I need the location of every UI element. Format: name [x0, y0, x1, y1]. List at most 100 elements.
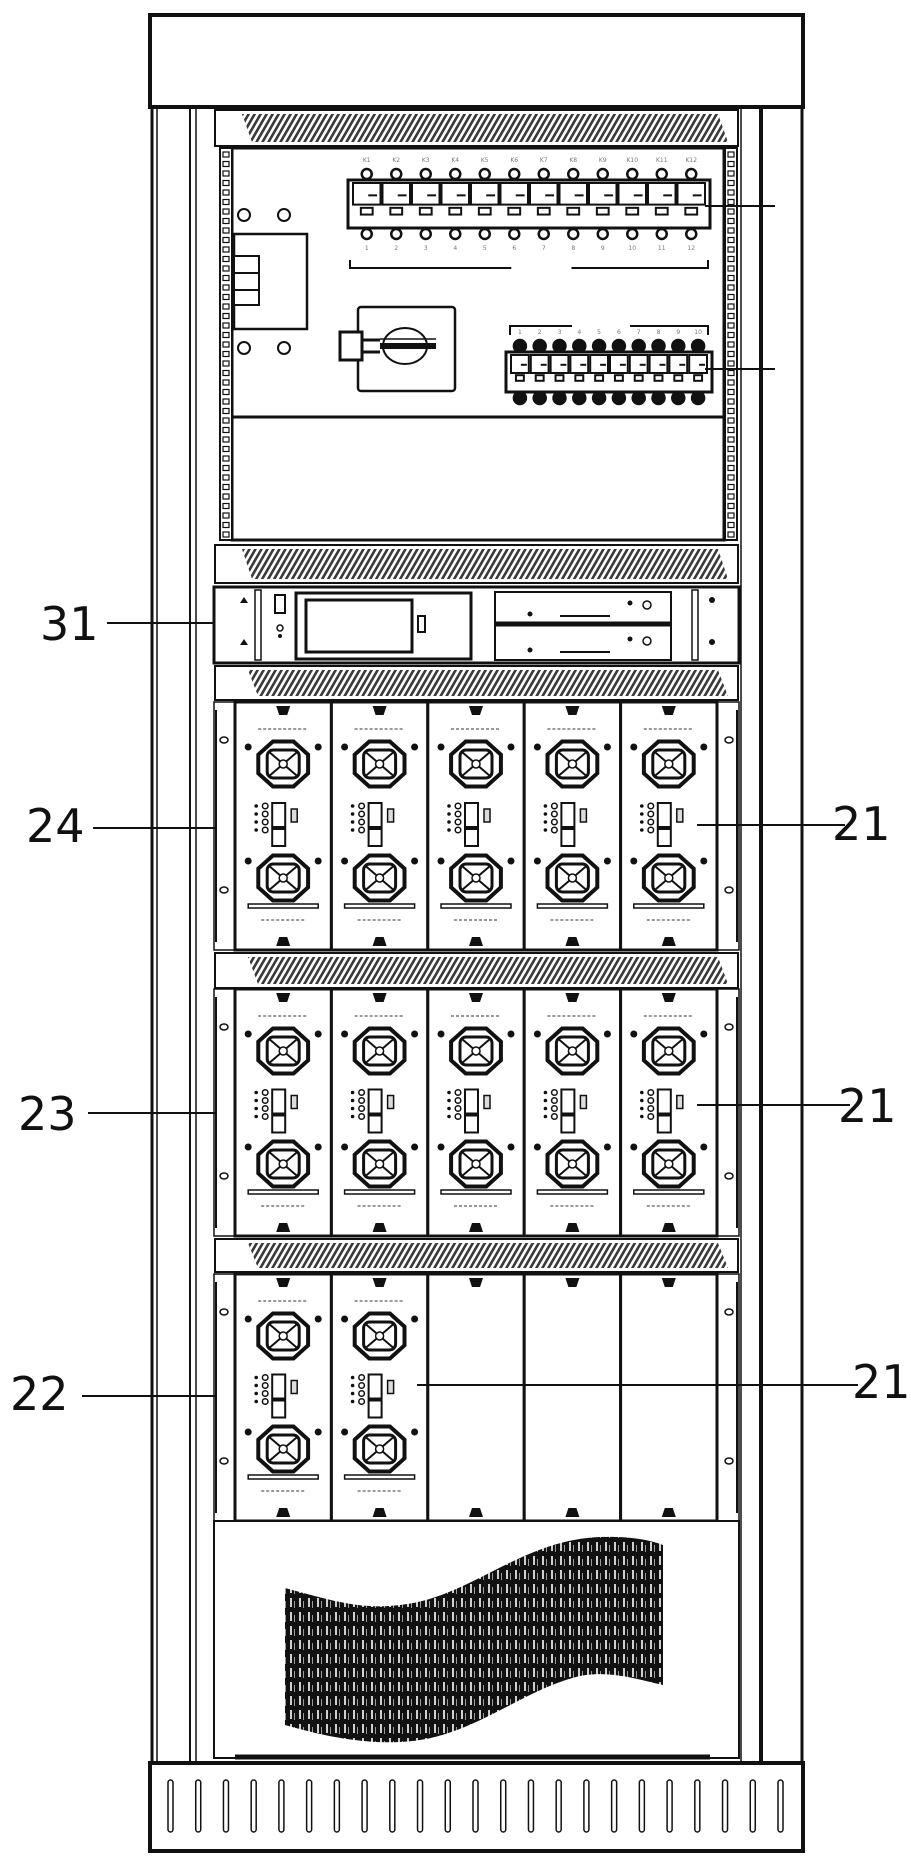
handle-top — [372, 706, 387, 715]
handle-bottom — [276, 937, 291, 946]
breaker-toggle — [625, 206, 640, 216]
indicator-led — [454, 1096, 462, 1105]
module-shelves — [213, 700, 740, 1523]
vent-slot — [416, 1779, 424, 1833]
handle-top — [565, 993, 580, 1002]
terminal-screw-top — [360, 167, 373, 181]
terminal-screw-bottom — [552, 390, 567, 406]
vent-panel-3 — [214, 665, 739, 701]
rack-hole — [222, 274, 230, 282]
indicator-led — [261, 1397, 269, 1406]
module-pull-bar — [633, 1189, 705, 1195]
rack-hole — [727, 331, 735, 339]
indicator-led — [640, 1106, 644, 1111]
rack-strip-left — [219, 147, 233, 541]
rack-hole — [222, 151, 230, 158]
indicator-led — [550, 818, 558, 826]
port — [676, 808, 684, 823]
breaker: 10 — [688, 329, 709, 406]
indicator-led — [454, 810, 462, 818]
module-pull-bar — [343, 903, 416, 909]
breaker-top-label: K4 — [451, 157, 459, 164]
handle-top — [276, 993, 291, 1002]
handle-bottom — [469, 937, 483, 946]
port — [483, 1094, 491, 1110]
ear-hole — [219, 1457, 229, 1465]
vent-grille — [248, 957, 728, 984]
indicator-led — [543, 1114, 548, 1119]
breaker-top-label: 7 — [637, 329, 641, 336]
terminal-screw-top — [537, 167, 550, 181]
blank-panel — [426, 1272, 526, 1523]
breaker-bottom-label: 11 — [658, 245, 666, 252]
breaker-toggle — [359, 206, 374, 216]
indicator-led — [358, 1381, 366, 1390]
rectifier-module — [233, 987, 333, 1238]
fan-icon — [341, 1139, 419, 1189]
vent-slot — [305, 1779, 313, 1833]
breaker-top-label: 4 — [577, 329, 581, 336]
screw — [533, 743, 541, 751]
indicator-led — [261, 1389, 269, 1398]
fan-icon — [630, 1139, 708, 1189]
ear-hole — [219, 1308, 229, 1316]
vent-slot — [555, 1779, 562, 1833]
screw — [314, 743, 322, 751]
fan-icon — [533, 739, 611, 789]
breaker-body — [647, 182, 677, 206]
indicator-led — [261, 1381, 269, 1390]
status-display — [271, 1114, 287, 1134]
rack-hole — [727, 360, 735, 367]
breaker-toggle — [507, 206, 522, 216]
module-pull-bar — [440, 1189, 512, 1195]
rack-hole — [222, 255, 230, 263]
indicator-led — [358, 818, 366, 826]
ear-hole — [724, 1023, 734, 1031]
vent-slot — [389, 1779, 396, 1833]
terminal-screw-bottom — [611, 390, 627, 406]
status-display — [367, 1373, 383, 1400]
terminal-screw-top — [552, 338, 567, 354]
rack-hole — [222, 464, 230, 472]
breaker-body — [648, 354, 669, 374]
rack-hole — [222, 217, 230, 225]
indicator-led — [647, 1104, 655, 1113]
breaker: K88 — [558, 157, 588, 252]
breaker-bottom-label: 9 — [601, 245, 605, 252]
indicator-led — [254, 804, 258, 808]
screw — [341, 1143, 349, 1151]
handle-bottom — [565, 937, 580, 946]
status-display — [271, 802, 287, 828]
indicator-led — [647, 826, 655, 834]
rack-hole — [727, 217, 735, 225]
breaker-top-label: K11 — [656, 157, 668, 164]
screw — [533, 1143, 541, 1151]
ear-hole — [219, 736, 229, 744]
breaker-bottom-label: 10 — [628, 245, 636, 252]
terminal-screw-bottom — [419, 227, 432, 241]
reference-numeral-23: 23 — [18, 1087, 77, 1141]
module-pull-bar — [247, 1474, 319, 1480]
fan-icon — [341, 1026, 419, 1076]
breaker-body — [558, 182, 588, 206]
vent-slot — [583, 1779, 590, 1833]
port — [386, 1379, 395, 1395]
indicator-led — [454, 1088, 462, 1097]
indicator-led — [447, 1090, 451, 1095]
rack-hole — [727, 464, 735, 472]
rack-hole — [222, 483, 230, 491]
module-shelf-3 — [213, 1272, 740, 1523]
rack-hole — [727, 179, 735, 187]
breaker-top-label: K5 — [481, 157, 489, 164]
breaker: 5 — [589, 329, 610, 406]
rack-hole — [727, 208, 735, 215]
indicator-led — [550, 1112, 558, 1121]
rack-hole — [727, 350, 735, 358]
rectifier-module — [619, 987, 719, 1238]
module-pull-bar — [633, 903, 705, 909]
indicator-led — [358, 802, 366, 810]
indicator-led — [261, 818, 269, 826]
vent-slot — [361, 1779, 368, 1833]
